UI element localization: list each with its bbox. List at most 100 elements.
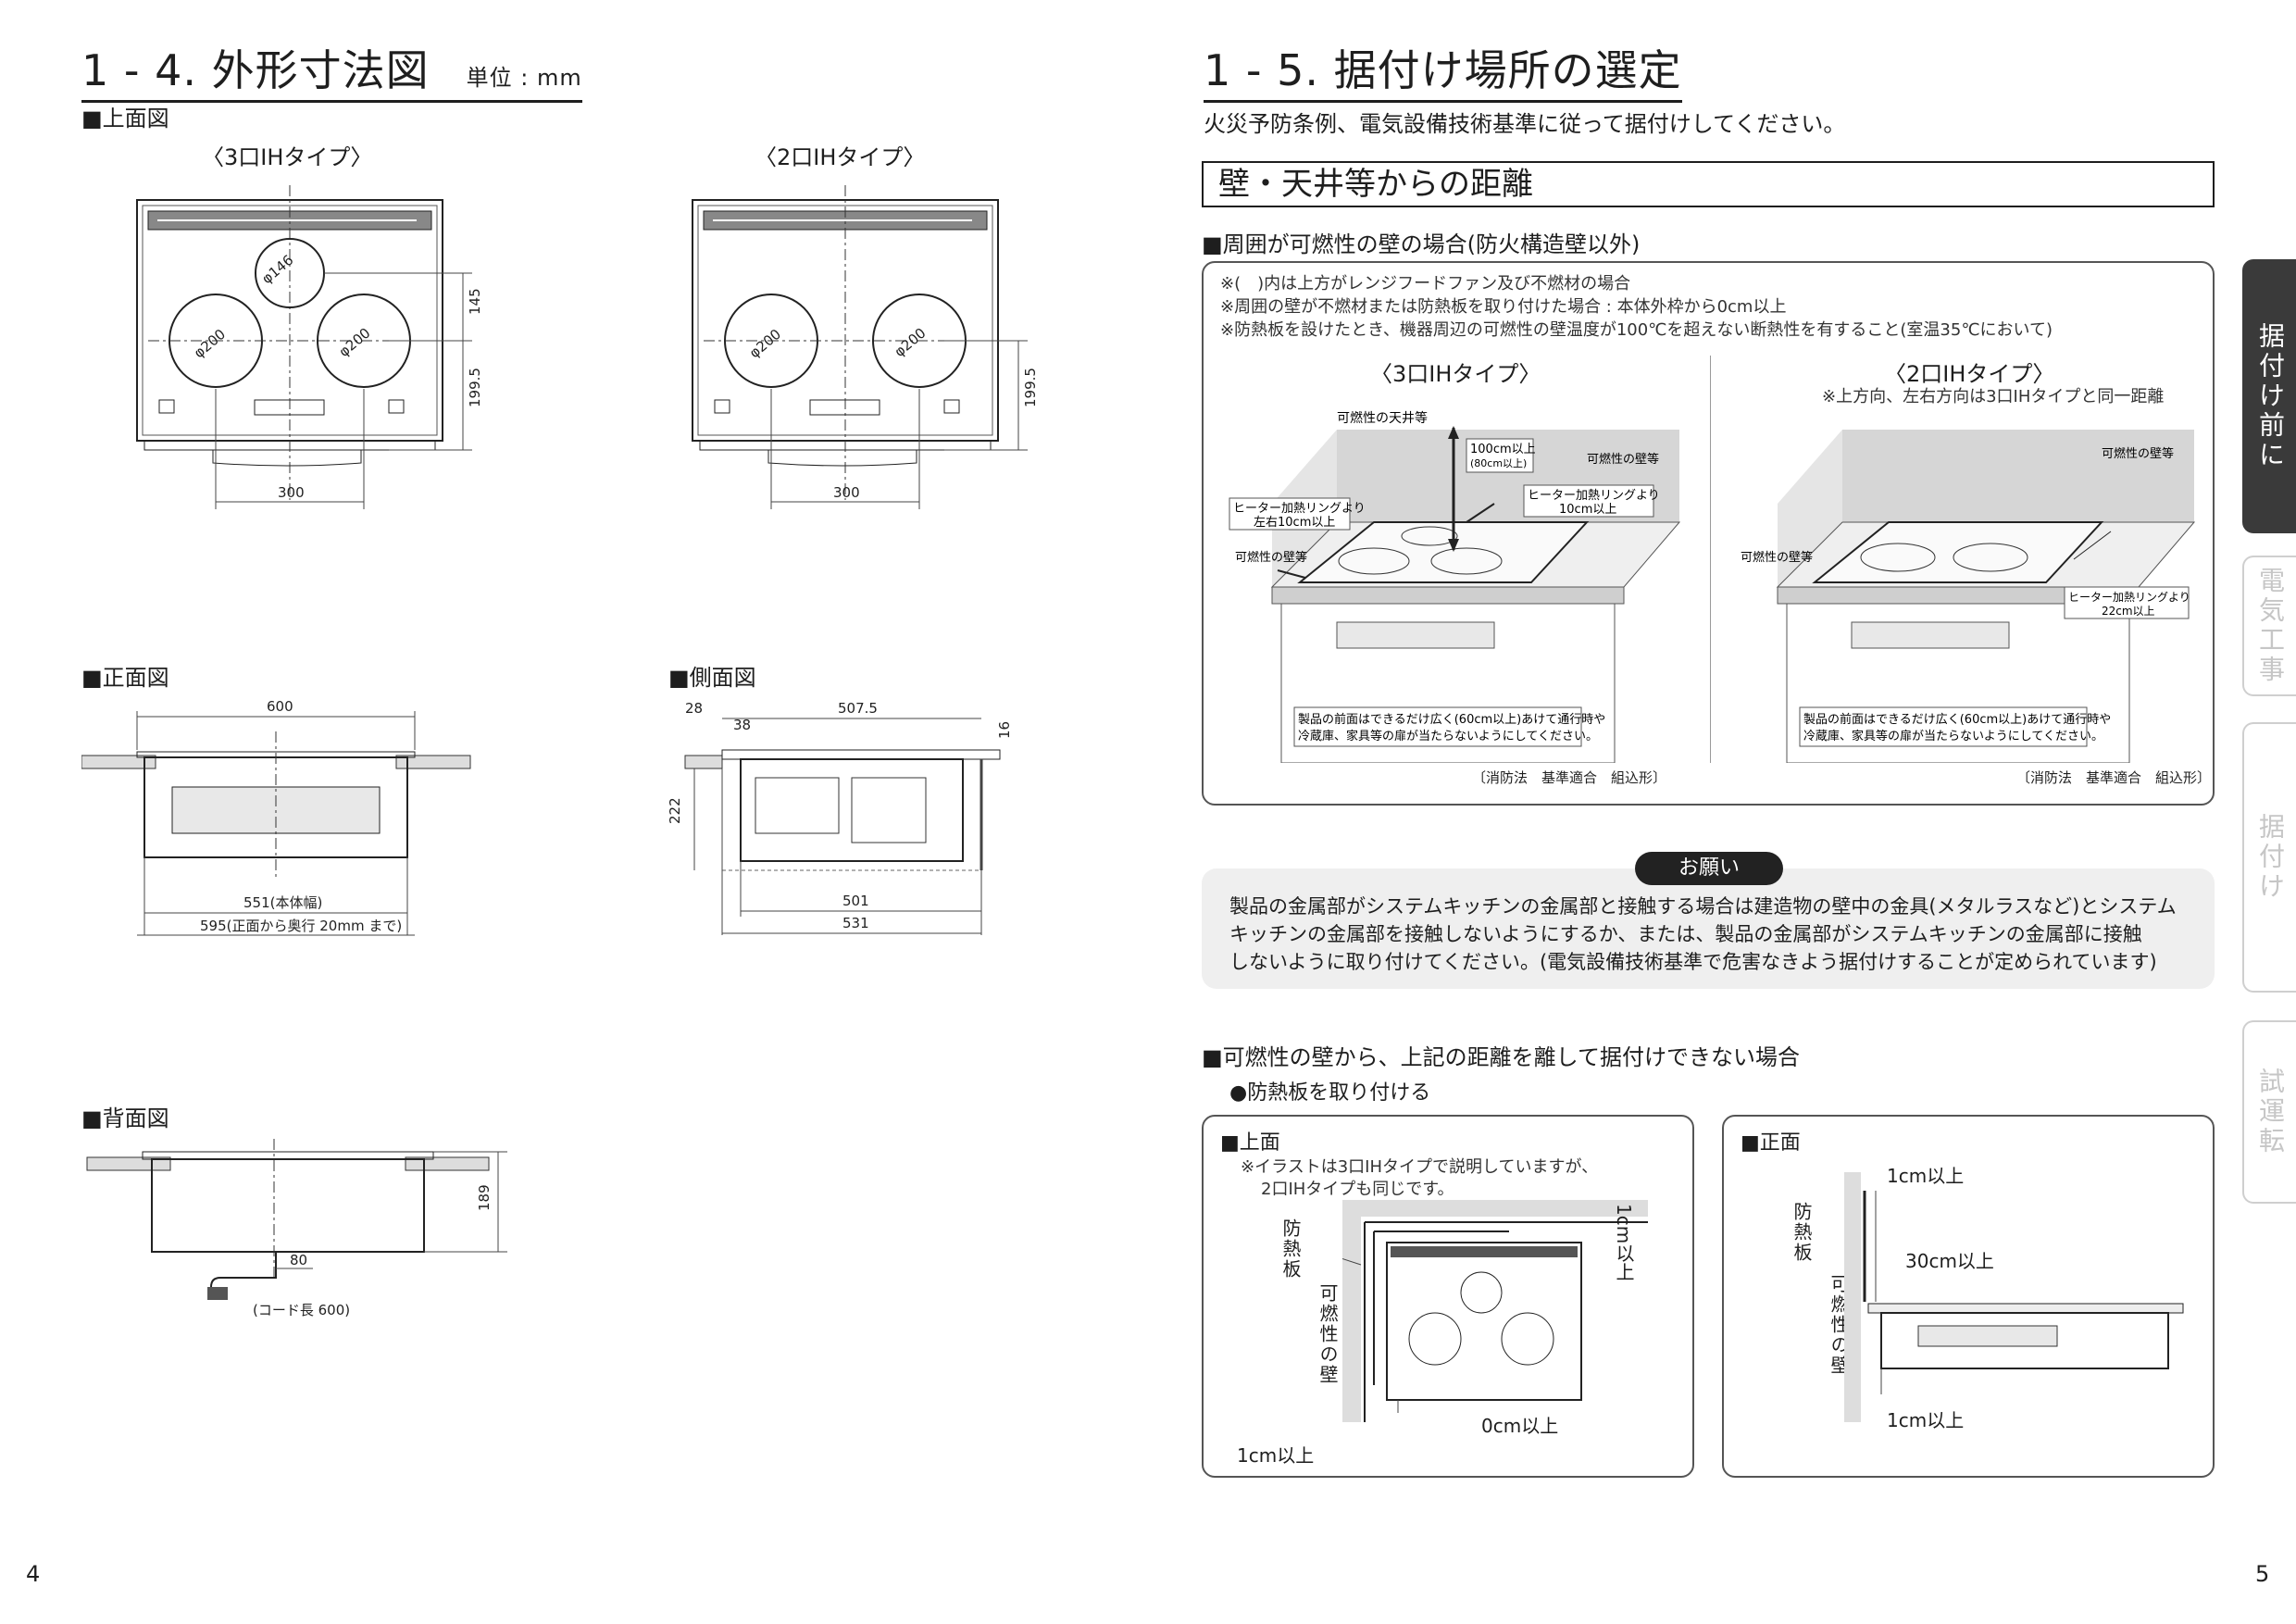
fig2-fire: 〔消防法 基準適合 組込形〕	[2016, 769, 2212, 786]
front-panel-drawing	[1844, 1172, 2184, 1422]
intro-text: 火災予防条例、電気設備技術基準に従って据付けしてください。	[1204, 111, 1846, 137]
top-view-3-burner: φ146 φ200 φ200 145 199.5 300	[136, 185, 483, 509]
type2-label: 〈2口IHタイプ〉	[755, 144, 926, 170]
d200-label-a: φ200	[191, 326, 229, 362]
d146-label: φ146	[258, 252, 296, 288]
fig3-front1: 製品の前面はできるだけ広く(60cm以上)あけて通行時や	[1298, 712, 1605, 727]
dim189: 189	[476, 1184, 493, 1211]
top-panel: ■上面 ※イラストは3口IHタイプで説明していますが、 2口IHタイプも同じです…	[1202, 1115, 1694, 1478]
d200-label-b: φ200	[335, 325, 373, 361]
fig3-wall-left: 可燃性の壁等	[1235, 550, 1307, 565]
fig3-title: 〈3口IHタイプ〉	[1370, 361, 1541, 387]
page-title-left: 1 - 4. 外形寸法図 単位 : mm	[81, 37, 582, 103]
fig2-note: ※上方向、左右方向は3口IHタイプと同一距離	[1822, 387, 2165, 406]
request-line-3: しないように取り付けてください。(電気設備技術基準で危害なきよう据付けすることが…	[1229, 951, 2157, 973]
front-view-heading: ■正面図	[81, 665, 169, 691]
request-line-2: キッチンの金属部を接触しないようにするか、または、製品の金属部がシステムキッチン…	[1229, 923, 2142, 945]
page-number-left: 4	[26, 1561, 41, 1587]
fig2-ring: ヒーター加熱リングより	[2068, 591, 2190, 604]
tab-test-run[interactable]: 試運転	[2242, 1020, 2296, 1204]
front-panel-plate: 防熱板	[1791, 1202, 1813, 1263]
dim16: 16	[996, 721, 1013, 739]
dim199: 199.5	[467, 368, 483, 407]
dim507: 507.5	[838, 700, 878, 717]
fig2-front2: 冷蔵庫、家具等の扉が当たらないようにしてください。	[1803, 729, 2103, 743]
dim80: 80	[290, 1252, 307, 1268]
side-view-drawing: 28 38 507.5 16 222 501 531	[667, 700, 1013, 935]
fig3-up-paren: (80cm以上)	[1470, 457, 1527, 469]
fig3-fire: 〔消防法 基準適合 組込形〕	[1472, 769, 1667, 786]
fig2-title: 〈2口IHタイプ〉	[1884, 361, 2055, 387]
fig2-front1: 製品の前面はできるだけ広く(60cm以上)あけて通行時や	[1803, 712, 2111, 727]
unit-label: 単位 : mm	[466, 65, 582, 91]
fig3-up: 100cm以上	[1470, 443, 1536, 456]
front-panel: ■正面 1cm以上 防熱板 可燃性の壁 30cm以上 1cm以上	[1722, 1115, 2215, 1478]
top-panel-d0: 0cm以上	[1481, 1415, 1559, 1437]
front-panel-d30: 30cm以上	[1905, 1250, 1994, 1272]
back-view-heading: ■背面図	[81, 1106, 169, 1131]
top-panel-note1: ※イラストは3口IHタイプで説明していますが、	[1241, 1157, 1599, 1177]
fig3-kitchen: 可燃性の天井等 100cm以上 (80cm以上) 可燃性の壁等 ヒーター加熱リン…	[1229, 410, 1681, 763]
page-title-right: 1 - 5. 据付け場所の選定	[1204, 37, 1682, 103]
combustible-heading: ■周囲が可燃性の壁の場合(防火構造壁以外)	[1202, 231, 1641, 257]
top-panel-drawing	[1342, 1200, 1648, 1422]
request-box: 製品の金属部がシステムキッチンの金属部と接触する場合は建造物の壁中の金具(メタル…	[1202, 868, 2215, 989]
tab-electrical-work[interactable]: 電気工事	[2242, 556, 2296, 696]
dim145: 145	[467, 288, 483, 315]
top-view-heading: ■上面図	[81, 106, 169, 131]
fig3-ring-side2: 左右10cm以上	[1254, 516, 1335, 530]
back-view-drawing: 189 80 (コード長 600)	[86, 1139, 507, 1318]
note-2: ※周囲の壁が不燃材または防熱板を取り付けた場合 : 本体外枠から0cm以上	[1220, 297, 1787, 317]
section-heading: 壁・天井等からの距離	[1202, 161, 2215, 207]
d200-label-d: φ200	[891, 325, 929, 361]
top-panel-wall: 可燃性の壁	[1316, 1283, 1339, 1385]
top-panel-d1: 1cm以上	[1613, 1204, 1635, 1281]
request-badge: お願い	[1635, 852, 1783, 885]
tab-install[interactable]: 据付け	[2242, 722, 2296, 993]
d200-label-c: φ200	[746, 326, 784, 362]
cannot-heading: ■可燃性の壁から、上記の距離を離して据付けできない場合	[1202, 1044, 1800, 1070]
note-1: ※( )内は上方がレンジフードファン及び不燃材の場合	[1220, 274, 1631, 294]
dim531: 531	[842, 915, 869, 931]
cord-label: (コード長 600)	[253, 1302, 350, 1318]
front-panel-d1bottom: 1cm以上	[1887, 1409, 1965, 1431]
top-panel-heading: ■上面	[1220, 1131, 1280, 1155]
front-view-drawing: 600 551(本体幅) 595(正面から奥行 20mm まで)	[81, 698, 471, 936]
bullet-text: ●防熱板を取り付ける	[1229, 1081, 1431, 1105]
request-line-1: 製品の金属部がシステムキッチンの金属部と接触する場合は建造物の壁中の金具(メタル…	[1229, 895, 2177, 918]
side-view-heading: ■側面図	[668, 665, 756, 691]
dim501: 501	[842, 893, 869, 909]
front-panel-d1top: 1cm以上	[1887, 1165, 1965, 1187]
page-number-right: 5	[2255, 1561, 2270, 1587]
fig3-ring-side: ヒーター加熱リングより	[1233, 502, 1366, 516]
top-view-2-burner: φ200 φ200 199.5 300	[692, 185, 1039, 509]
fig2-wall-right: 可燃性の壁等	[2102, 446, 2174, 461]
note-3: ※防熱板を設けたとき、機器周辺の可燃性の壁温度が100℃を超えない断熱性を有する…	[1220, 320, 2053, 340]
fig2-ring2: 22cm以上	[2102, 605, 2155, 618]
top-panel-plate: 防熱板	[1279, 1218, 1302, 1280]
top-panel-d1b: 1cm以上	[1237, 1444, 1315, 1467]
fig3-ring-back2: 10cm以上	[1559, 503, 1616, 517]
dim300-b: 300	[833, 484, 860, 501]
top-panel-note2: 2口IHタイプも同じです。	[1261, 1180, 1454, 1199]
fig3-front2: 冷蔵庫、家具等の扉が当たらないようにしてください。	[1298, 729, 1598, 743]
dim199-b: 199.5	[1022, 368, 1039, 407]
dim28: 28	[685, 700, 703, 717]
fig3-ring-back: ヒーター加熱リングより	[1528, 489, 1660, 503]
fig2-kitchen: 可燃性の壁等 可燃性の壁等 ヒーター加熱リングより 22cm以上 製品の前面はで…	[1741, 430, 2196, 763]
title-text: 1 - 4. 外形寸法図	[81, 45, 430, 95]
dim600: 600	[267, 698, 293, 715]
fig3-wall-right: 可燃性の壁等	[1587, 452, 1659, 467]
divider	[1710, 356, 1711, 763]
dim222: 222	[667, 797, 683, 824]
distance-box: ※( )内は上方がレンジフードファン及び不燃材の場合 ※周囲の壁が不燃材または防…	[1202, 261, 2215, 806]
fig2-wall-left: 可燃性の壁等	[1741, 550, 1813, 565]
front-panel-heading: ■正面	[1741, 1131, 1801, 1155]
dim551: 551(本体幅)	[243, 894, 322, 911]
dim38: 38	[733, 717, 751, 733]
dim595: 595(正面から奥行 20mm まで)	[200, 918, 402, 934]
fig3-ceiling: 可燃性の天井等	[1337, 410, 1428, 426]
type3-label: 〈3口IHタイプ〉	[202, 144, 373, 170]
dim300: 300	[278, 484, 305, 501]
tab-before-install[interactable]: 据付け前に	[2242, 259, 2296, 533]
